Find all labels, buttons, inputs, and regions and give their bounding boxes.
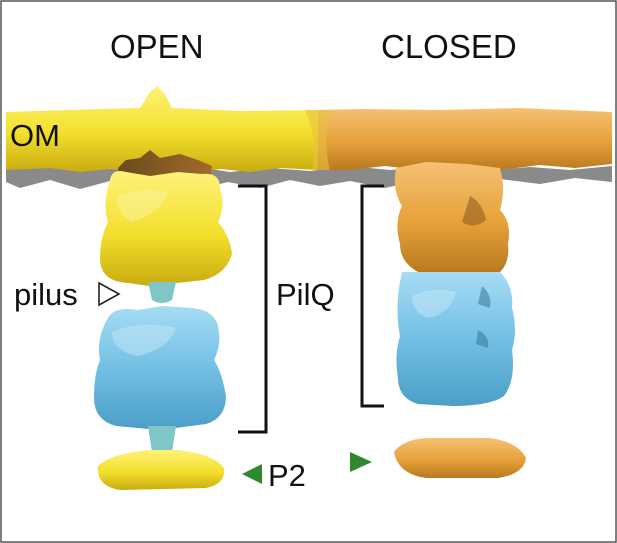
open-stalk-lower — [148, 426, 176, 452]
closed-complex — [394, 162, 526, 478]
open-pilq-bracket — [238, 184, 268, 434]
closed-upper-ring — [394, 162, 509, 272]
filled-triangle-left-icon — [242, 464, 262, 484]
closed-title: CLOSED — [381, 28, 517, 65]
closed-p2-cap — [394, 438, 526, 478]
om-label: OM — [10, 118, 60, 153]
closed-pilq-bracket — [360, 184, 384, 408]
open-upper-shade — [117, 189, 168, 222]
closed-lower-cavity — [476, 286, 491, 348]
open-complex — [94, 150, 232, 490]
pilq-label: PilQ — [276, 277, 335, 312]
filled-triangle-right-icon — [350, 452, 372, 472]
closed-lower-shade — [412, 289, 456, 318]
open-upper-ring — [100, 171, 232, 286]
membrane-closed-section — [318, 108, 612, 170]
pilus-label: pilus — [14, 277, 78, 312]
membrane-open-section — [6, 86, 318, 172]
p2-label: P2 — [268, 458, 306, 493]
open-lower-ring — [94, 306, 226, 430]
open-p2-cap — [97, 450, 225, 490]
open-triangle-right-icon — [98, 281, 121, 307]
closed-upper-cavity — [462, 196, 486, 226]
membrane-transition — [305, 110, 332, 170]
open-title: OPEN — [110, 28, 204, 65]
open-stalk-upper — [148, 282, 176, 303]
open-lower-shade — [112, 324, 176, 356]
